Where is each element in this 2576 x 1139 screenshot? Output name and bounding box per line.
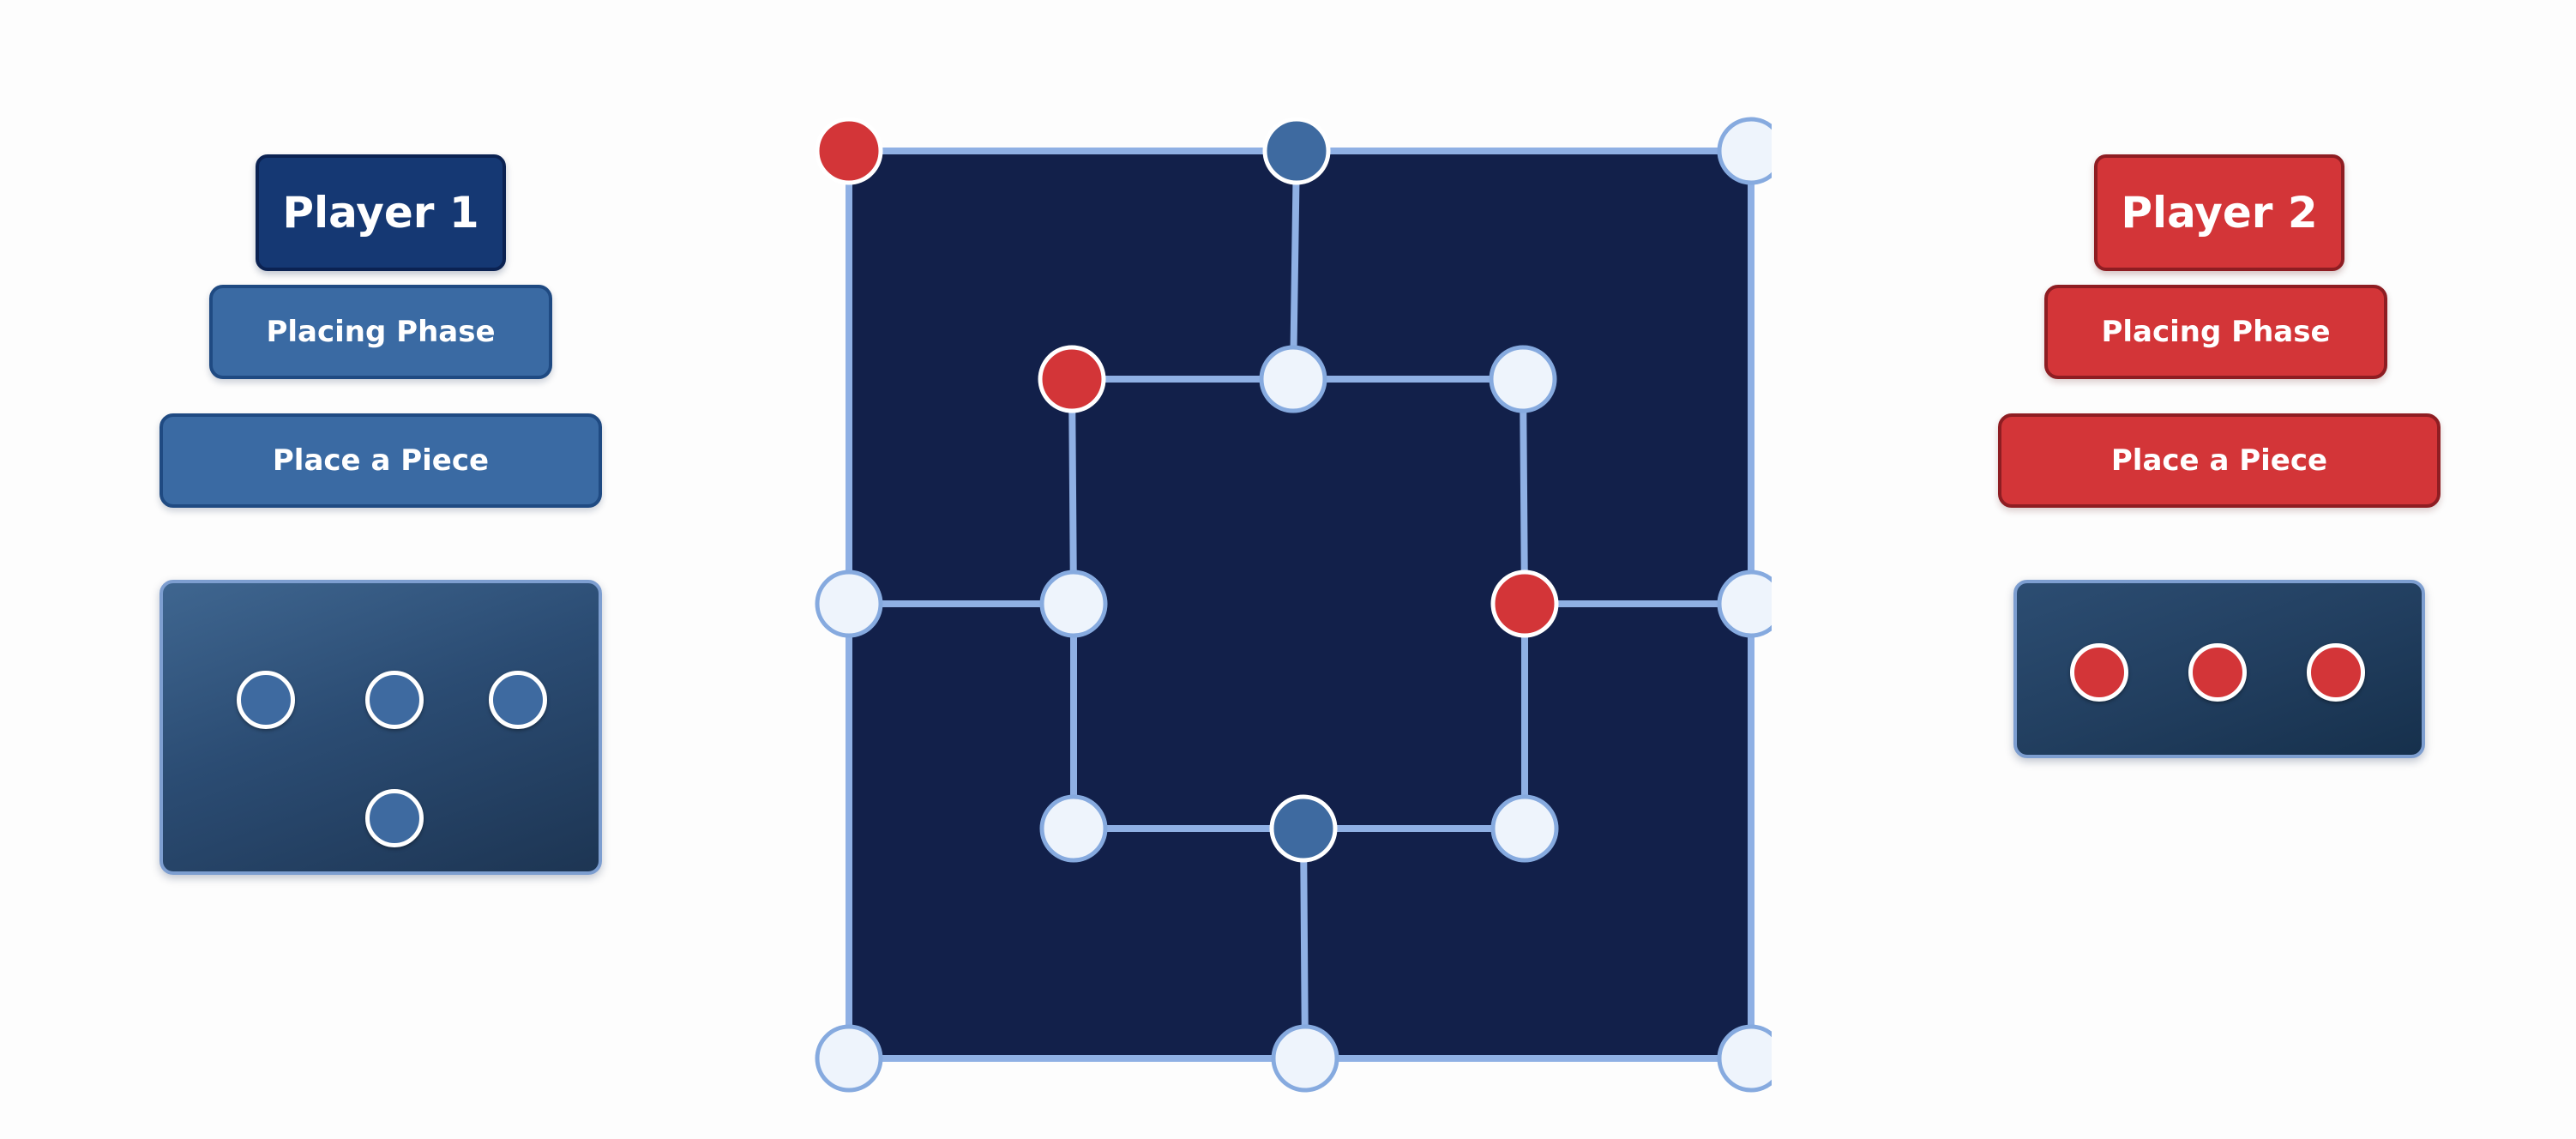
player-1-reserve-piece[interactable] xyxy=(365,789,424,847)
board-point-outer-mid-left[interactable] xyxy=(815,570,883,638)
board-point-inner-top-right[interactable] xyxy=(1489,345,1557,413)
board-line xyxy=(1520,376,1528,607)
board-point-outer-top-right[interactable] xyxy=(1717,117,1772,185)
board-point-inner-bottom-right[interactable] xyxy=(1490,794,1559,863)
player-1-reserve-piece[interactable] xyxy=(237,671,295,729)
board-point-inner-bottom-left[interactable] xyxy=(1039,794,1108,863)
board-point-inner-top-mid[interactable] xyxy=(1259,345,1327,413)
player-1-action-prompt: Place a Piece xyxy=(159,413,602,508)
player-1-panel: Player 1 Placing Phase Place a Piece xyxy=(0,0,772,1139)
board-point-outer-mid-right[interactable] xyxy=(1717,570,1772,638)
player-2-panel: Player 2 Placing Phase Place a Piece xyxy=(1938,0,2576,1139)
player-2-reserve-tray xyxy=(2013,580,2425,758)
board-line xyxy=(1290,148,1300,383)
board-point-outer-bottom-mid[interactable] xyxy=(1271,1024,1339,1093)
board-point-inner-mid-right[interactable] xyxy=(1490,570,1559,638)
player-2-reserve-piece[interactable] xyxy=(2188,643,2247,702)
board-point-inner-top-left[interactable] xyxy=(1038,345,1106,413)
player-1-reserve-piece[interactable] xyxy=(489,671,547,729)
game-board xyxy=(804,111,1772,1105)
board-point-outer-bottom-left[interactable] xyxy=(815,1024,883,1093)
board-point-outer-bottom-right[interactable] xyxy=(1717,1024,1772,1093)
player-2-reserve-piece[interactable] xyxy=(2070,643,2128,702)
player-2-title: Player 2 xyxy=(2094,154,2344,271)
board-point-inner-bottom-mid[interactable] xyxy=(1269,794,1338,863)
board-point-outer-top-mid[interactable] xyxy=(1262,117,1331,185)
player-1-phase-badge: Placing Phase xyxy=(209,285,552,379)
board-point-outer-top-left[interactable] xyxy=(815,117,883,185)
board-line xyxy=(1068,376,1077,607)
board-point-inner-mid-left[interactable] xyxy=(1039,570,1108,638)
player-1-title: Player 1 xyxy=(256,154,506,271)
board-canvas xyxy=(815,117,1772,1093)
player-2-phase-badge: Placing Phase xyxy=(2044,285,2387,379)
player-2-reserve-piece[interactable] xyxy=(2307,643,2365,702)
board-line xyxy=(1300,825,1309,1062)
player-2-action-prompt: Place a Piece xyxy=(1998,413,2441,508)
player-1-reserve-tray xyxy=(159,580,602,875)
player-1-reserve-piece[interactable] xyxy=(365,671,424,729)
